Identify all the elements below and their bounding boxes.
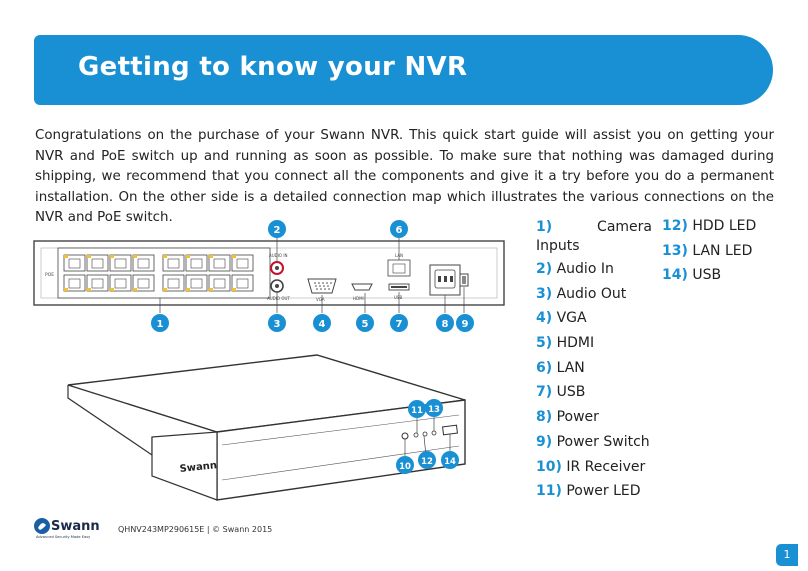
svg-text:6: 6	[396, 225, 403, 236]
legend-item: 8) Power	[536, 409, 599, 426]
rear-usb-label: USB	[394, 295, 402, 300]
ir-receiver	[401, 432, 409, 440]
legend-item: 14) USB	[662, 267, 722, 284]
document-id: QHNV243MP290615E | © Swann 2015	[118, 525, 273, 534]
callout-8: 8	[436, 314, 454, 332]
callout-3: 3	[268, 314, 286, 332]
logo-wordmark: Swann	[51, 519, 100, 534]
legend-column-1: 1) Camera Inputs 2) Audio In 3) Audio Ou…	[536, 218, 652, 508]
nvr-diagram: POE AUDIO IN AUDIO OUT	[33, 220, 505, 501]
callout-7: 7	[390, 314, 408, 332]
hdmi-label: HDMI	[353, 296, 364, 301]
swann-logo: Swann Advanced Security Made Easy	[34, 518, 100, 539]
vga-label: VGA	[316, 297, 325, 302]
callouts: 1 2 3 4 5 6 7 8 9 10 11 12 13 14	[151, 220, 474, 474]
intro-paragraph: Congratulations on the purchase of your …	[35, 128, 774, 225]
callout-10: 10	[396, 456, 414, 474]
svg-text:4: 4	[319, 319, 326, 330]
svg-text:12: 12	[421, 457, 433, 467]
svg-text:3: 3	[274, 319, 281, 330]
legend-item: 13) LAN LED	[662, 242, 753, 259]
svg-text:5: 5	[362, 319, 369, 330]
svg-text:11: 11	[411, 406, 423, 416]
hdd-led	[422, 431, 428, 437]
front-usb-port	[442, 424, 458, 436]
rear-usb-port: USB	[388, 283, 410, 300]
page-title: Getting to know your NVR	[78, 52, 468, 82]
vga-port: VGA	[307, 278, 337, 302]
logo-tagline: Advanced Security Made Easy	[36, 535, 91, 539]
audio-out-jack: AUDIO OUT	[267, 279, 290, 301]
callout-9: 9	[456, 314, 474, 332]
legend-item: 5) HDMI	[536, 335, 595, 352]
callout-5: 5	[356, 314, 374, 332]
legend-item: 7) USB	[536, 384, 586, 401]
svg-text:2: 2	[274, 225, 281, 236]
legend-item: 10) IR Receiver	[536, 458, 646, 475]
poe-port-block	[57, 247, 271, 299]
legend-item: 1) Camera Inputs	[536, 219, 652, 254]
callout-1: 1	[151, 314, 169, 332]
legend-item: 9) Power Switch	[536, 433, 650, 450]
title-banner: Getting to know your NVR	[34, 35, 773, 105]
legend-item: 12) HDD LED	[662, 218, 757, 234]
power-led	[413, 432, 419, 438]
svg-text:1: 1	[157, 319, 164, 330]
port-leds	[64, 255, 236, 291]
svg-text:8: 8	[442, 319, 449, 330]
power-switch	[459, 273, 469, 287]
power-socket	[429, 264, 461, 296]
callout-6: 6	[390, 220, 408, 238]
page-number: 1	[776, 544, 798, 566]
callout-13: 13	[425, 399, 443, 417]
callout-11: 11	[408, 400, 426, 418]
leader-lines	[159, 238, 465, 313]
svg-text:9: 9	[462, 319, 469, 330]
svg-text:13: 13	[428, 405, 440, 415]
svg-text:14: 14	[444, 457, 456, 467]
legend-item: 4) VGA	[536, 310, 587, 327]
audio-in-label: AUDIO IN	[269, 253, 288, 258]
callout-12: 12	[418, 451, 436, 469]
legend-item: 6) LAN	[536, 359, 585, 376]
legend-item: 2) Audio In	[536, 261, 614, 277]
legend-item: 3) Audio Out	[536, 285, 627, 302]
callout-2: 2	[268, 220, 286, 238]
svg-text:7: 7	[396, 319, 403, 330]
lan-led	[431, 430, 437, 436]
front-brand-logo: Swann	[179, 460, 217, 475]
legend-item: 11) Power LED	[536, 483, 641, 500]
legend-column-2: 12) HDD LED 13) LAN LED 14) USB	[662, 218, 756, 292]
poe-label: POE	[45, 272, 54, 278]
nvr-front-unit: Swann	[67, 354, 466, 501]
hdmi-port: HDMI	[351, 283, 373, 301]
callout-14: 14	[441, 451, 459, 469]
audio-out-label: AUDIO OUT	[267, 296, 290, 301]
callout-4: 4	[313, 314, 331, 332]
svg-text:10: 10	[399, 462, 411, 472]
